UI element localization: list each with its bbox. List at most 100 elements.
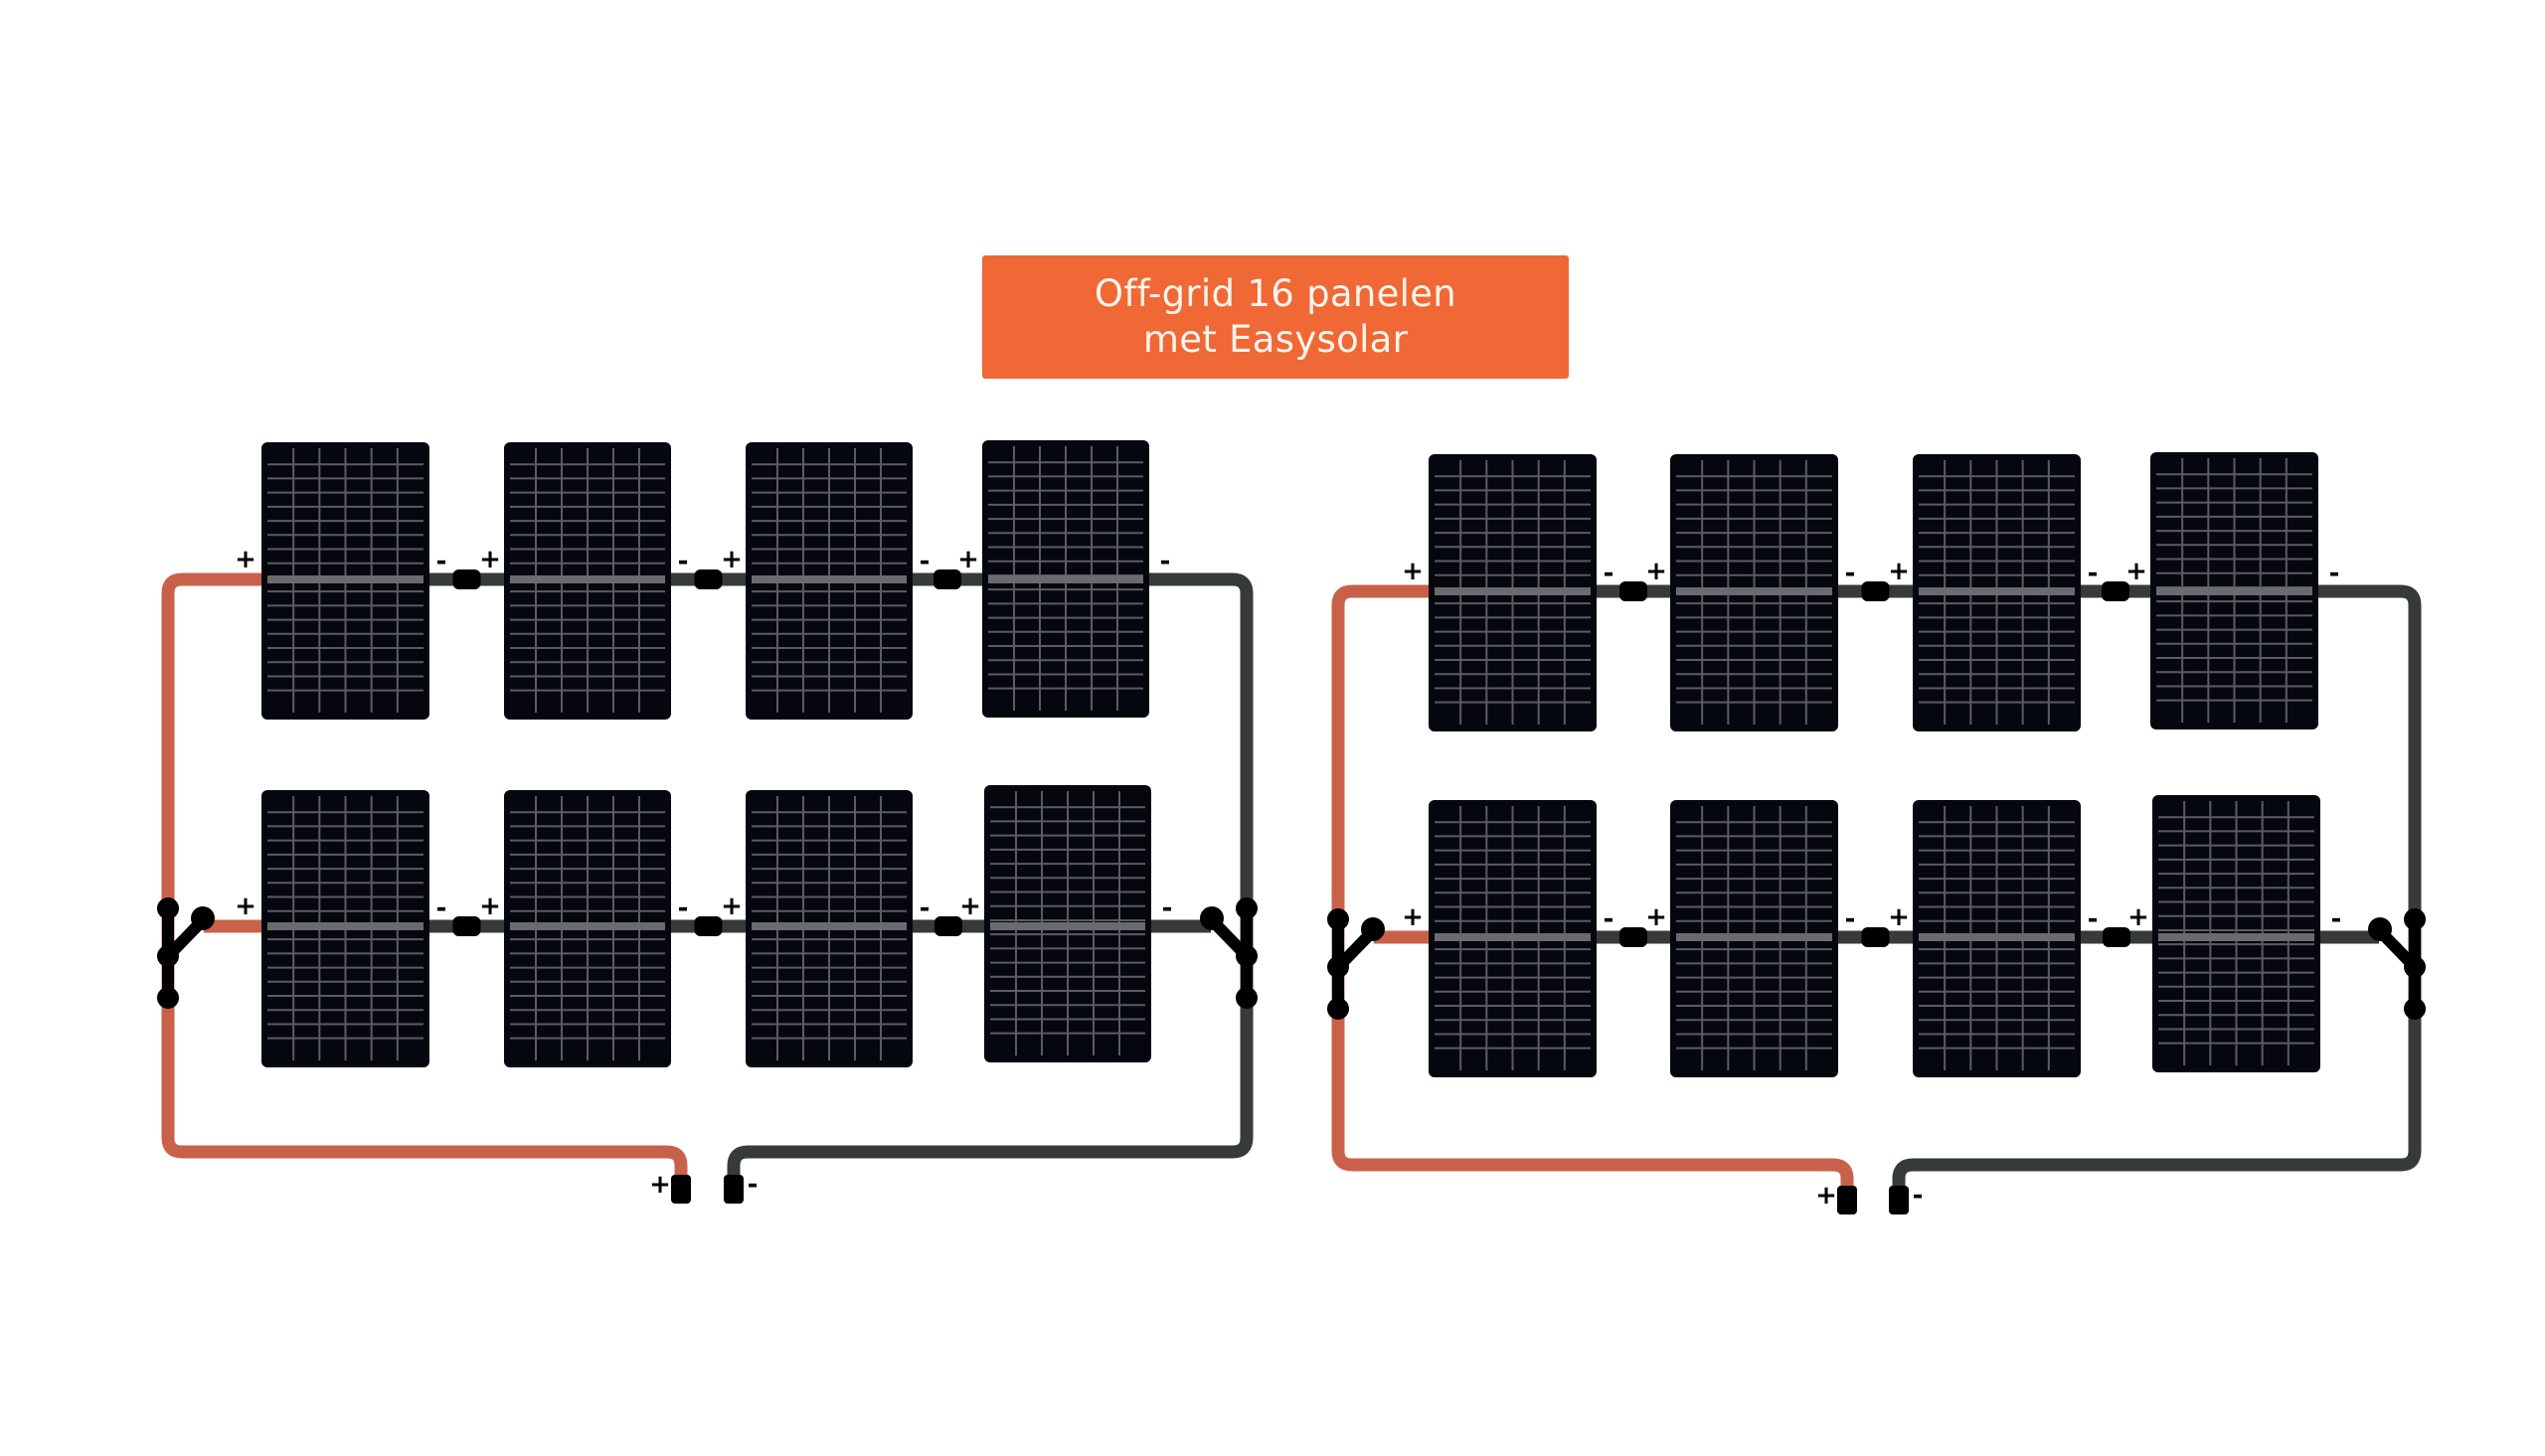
plus-label: + <box>1645 902 1667 932</box>
positive-cable <box>1331 584 1854 1190</box>
plus-label: + <box>1888 557 1910 586</box>
splitter-node <box>1236 897 1258 919</box>
mc4-connector <box>694 569 723 589</box>
splitter-node <box>1361 917 1385 941</box>
plus-label: + <box>721 545 743 574</box>
positive-output-plug[interactable] <box>1837 1186 1857 1214</box>
mc4-connector <box>1861 581 1890 601</box>
panel-busbar <box>1676 933 1832 941</box>
group-right: -+-+-++--+-+-++-+- <box>1327 452 2426 1214</box>
minus-label: - <box>2329 559 2340 588</box>
solar-panel <box>984 785 1151 1062</box>
title-banner: Off-grid 16 panelen met Easysolar <box>982 255 1569 379</box>
minus-label: - <box>920 893 931 923</box>
panel-busbar <box>1919 587 2075 595</box>
panel-busbar <box>752 575 907 583</box>
plus-label: + <box>235 891 256 921</box>
plus-label: + <box>479 891 501 921</box>
plus-label: + <box>479 545 501 574</box>
panel-busbar <box>988 575 1143 583</box>
panel-busbar <box>510 922 665 930</box>
mc4-connector <box>1619 927 1647 947</box>
plus-label: + <box>721 891 743 921</box>
solar-panel <box>1670 454 1838 731</box>
plus-label: + <box>1815 1181 1837 1211</box>
panel-busbar <box>2156 587 2312 595</box>
mc4-connector <box>934 916 962 936</box>
solar-panel <box>261 790 429 1067</box>
splitter-node <box>1327 998 1349 1020</box>
splitter-node <box>1236 987 1258 1009</box>
solar-panel <box>1429 800 1597 1077</box>
minus-label: - <box>436 547 447 576</box>
plus-label: + <box>957 545 979 574</box>
title-line-1: Off-grid 16 panelen <box>1094 272 1457 315</box>
minus-label: - <box>1162 893 1173 923</box>
splitter-node <box>191 906 215 930</box>
panel-busbar <box>510 575 665 583</box>
splitter-node <box>1327 956 1349 978</box>
plus-label: + <box>1402 902 1424 932</box>
negative-cable <box>727 572 1254 1179</box>
title-line-2: met Easysolar <box>1142 318 1409 361</box>
solar-panel <box>261 442 429 720</box>
solar-panel <box>2152 795 2320 1072</box>
solar-panel <box>1913 454 2081 731</box>
minus-label: - <box>920 547 931 576</box>
splitter-node <box>2404 998 2426 1020</box>
panel-busbar <box>1435 933 1591 941</box>
plus-label: + <box>649 1170 671 1200</box>
minus-label: - <box>2331 904 2342 934</box>
solar-panel <box>746 442 913 720</box>
minus-label: - <box>1845 904 1856 934</box>
panel-busbar <box>267 575 424 583</box>
splitter-node <box>1236 945 1258 967</box>
minus-label: - <box>2088 559 2099 588</box>
solar-panel <box>746 790 913 1067</box>
mc4-connector <box>2103 927 2130 947</box>
y-splitter-negative <box>1200 897 1258 1009</box>
splitter-node <box>1200 906 1224 930</box>
solar-panel <box>1913 800 2081 1077</box>
minus-label: - <box>436 893 447 923</box>
panel-busbar <box>752 922 907 930</box>
minus-label: - <box>1913 1181 1924 1211</box>
negative-output-plug[interactable] <box>1889 1186 1909 1214</box>
panel-busbar <box>267 922 424 930</box>
minus-label: - <box>748 1170 759 1200</box>
y-splitter-negative <box>2368 908 2426 1020</box>
positive-output-plug[interactable] <box>671 1175 691 1204</box>
y-splitter-positive <box>157 897 215 1009</box>
panel-busbar <box>2158 933 2314 941</box>
plus-label: + <box>2125 557 2147 586</box>
minus-label: - <box>1604 559 1614 588</box>
panel-busbar <box>990 922 1145 930</box>
mc4-connector <box>452 569 481 589</box>
plus-label: + <box>1645 557 1667 586</box>
splitter-node <box>157 945 179 967</box>
minus-label: - <box>2088 904 2099 934</box>
solar-panel <box>504 442 671 720</box>
panel-busbar <box>1676 587 1832 595</box>
plus-label: + <box>959 891 981 921</box>
splitter-node <box>2368 917 2392 941</box>
splitter-node <box>157 897 179 919</box>
y-splitter-positive <box>1327 908 1385 1020</box>
minus-label: - <box>678 547 689 576</box>
splitter-node <box>1327 908 1349 930</box>
positive-cable <box>161 572 688 1179</box>
negative-output-plug[interactable] <box>724 1175 744 1204</box>
mc4-connector <box>694 916 723 936</box>
mc4-connector <box>452 916 481 936</box>
negative-cable <box>1892 584 2422 1190</box>
solar-panel <box>1429 454 1597 731</box>
solar-panel <box>1670 800 1838 1077</box>
splitter-node <box>2404 956 2426 978</box>
plus-label: + <box>2127 902 2149 932</box>
plus-label: + <box>1888 902 1910 932</box>
mc4-connector <box>2102 581 2129 601</box>
minus-label: - <box>1845 559 1856 588</box>
solar-panel <box>982 440 1149 718</box>
plus-label: + <box>235 545 256 574</box>
